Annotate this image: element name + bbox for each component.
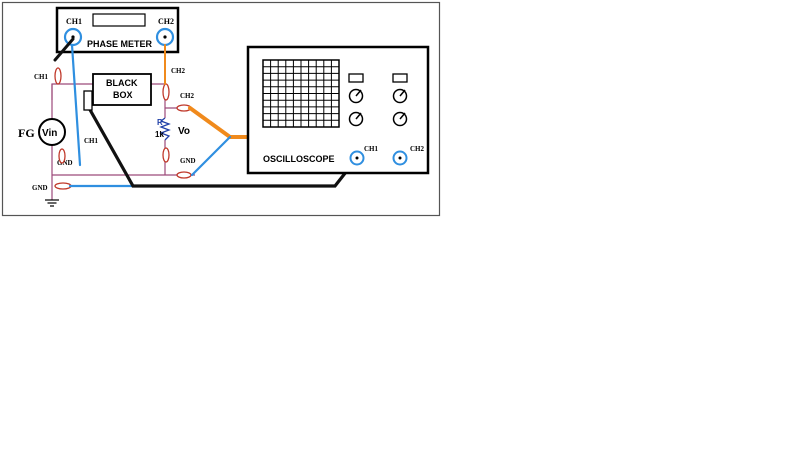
blue-wire-phase-meter-ch1: [70, 43, 82, 167]
blue-wire-probe-gnd: [190, 135, 232, 177]
ground-symbol: [45, 199, 59, 207]
probe-gnd-label: GND: [180, 157, 196, 165]
scope-ch2-jack-center: [398, 156, 402, 160]
function-generator-vin-label: Vin: [42, 128, 57, 139]
connector-ground: [54, 182, 72, 190]
phase-meter-ch2-label: CH2: [158, 17, 174, 26]
middle-ch1-label: CH1: [84, 137, 99, 145]
scope-ch1-jack-center: [355, 156, 359, 160]
black-box: BLACK BOX: [92, 73, 152, 106]
connector-right-ch2: [162, 83, 170, 101]
black-box-body: [92, 73, 152, 106]
oscilloscope-label: OSCILLOSCOPE: [263, 154, 335, 164]
vo-label: Vo: [178, 126, 190, 137]
connector-left-ch1: [54, 67, 62, 85]
resistor-r-label: R: [157, 118, 163, 127]
phase-meter-label: PHASE METER: [87, 39, 153, 49]
right-ch2-label: CH2: [171, 67, 186, 75]
scope-control-button-1: [348, 73, 364, 83]
phase-meter-ch1-label: CH1: [66, 17, 82, 26]
function-generator: Vin FG: [18, 118, 66, 146]
ground-gnd-label: GND: [32, 184, 48, 192]
left-ch1-label: CH1: [34, 73, 49, 81]
phase-meter: PHASE METER CH1 CH2: [55, 6, 180, 54]
oscilloscope: OSCILLOSCOPE CH1 CH2: [246, 45, 430, 175]
oscilloscope-grid: [263, 60, 339, 127]
resistor: R 1k Vo: [155, 117, 190, 141]
black-wire-phase-meter-ch1: [53, 37, 75, 62]
black-box-probe-clip: [83, 90, 93, 111]
left-gnd-label: GND: [57, 159, 73, 167]
black-box-label-line1: BLACK: [106, 78, 138, 88]
probe-connectors: [54, 67, 192, 190]
function-generator-symbol: [38, 118, 66, 146]
probe-ch2-label: CH2: [180, 92, 195, 100]
scope-ch2-label: CH2: [410, 145, 425, 153]
resistor-value-label: 1k: [155, 130, 164, 139]
connector-left-gnd: [58, 148, 66, 164]
scope-ch1-label: CH1: [364, 145, 379, 153]
scope-control-button-2: [392, 73, 408, 83]
phase-meter-display: [92, 13, 146, 27]
function-generator-fg-label: FG: [18, 126, 35, 140]
connector-probe-gnd: [176, 171, 192, 179]
black-box-label-line2: BOX: [113, 90, 133, 100]
phase-meter-ch2-jack-center: [163, 35, 167, 39]
resistor-zigzag: [159, 117, 171, 141]
connector-right-gnd: [162, 147, 170, 163]
scope-knobs: [348, 88, 408, 127]
